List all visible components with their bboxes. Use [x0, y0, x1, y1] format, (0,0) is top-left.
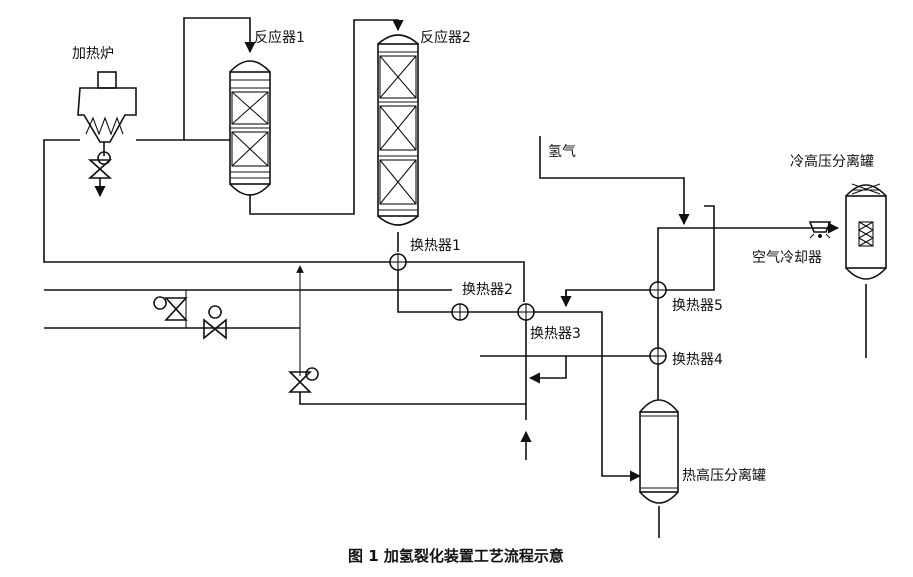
- cold-high-pressure-separator: [845, 183, 887, 358]
- pipe-hydrogen: [539, 136, 690, 226]
- heat-exchanger-3: [517, 303, 535, 321]
- heat-exchanger-2: [451, 303, 469, 321]
- hx4-label: 换热器4: [672, 351, 723, 368]
- pipe-heater-to-reactor1: [136, 17, 256, 141]
- hx3-label: 换热器3: [530, 325, 581, 342]
- riser-control-valve[interactable]: [288, 367, 319, 393]
- pipe-to-air-cooler: [657, 222, 840, 282]
- hx1-label: 换热器1: [410, 237, 461, 254]
- hx5-label: 换热器5: [672, 297, 723, 314]
- heat-exchanger-1: [389, 253, 407, 271]
- heat-exchanger-5: [649, 281, 667, 299]
- pipe-hx1-to-hx2: [397, 270, 452, 313]
- pipe-heater-feed: [43, 139, 390, 263]
- hx2-label: 换热器2: [462, 281, 513, 298]
- pipe-return-to-hx3: [528, 356, 567, 384]
- cold-separator-label: 冷高压分离罐: [790, 153, 874, 170]
- heater-coil: [85, 116, 124, 136]
- reactor-2: [377, 34, 419, 226]
- heater: [77, 71, 137, 156]
- hot-separator-label: 热高压分离罐: [682, 467, 766, 484]
- pipe-hx5-link: [565, 289, 650, 306]
- reactor-2-label: 反应器2: [420, 29, 471, 46]
- air-cooler-label: 空气冷却器: [752, 250, 822, 266]
- feed-control-valve-2[interactable]: [203, 305, 227, 340]
- feed-control-valve-1[interactable]: [153, 296, 188, 321]
- pipe-hx1-to-hx2b: [406, 261, 525, 302]
- heater-label: 加热炉: [72, 46, 114, 62]
- pipe-to-hot-separator: [534, 311, 642, 482]
- hot-high-pressure-separator: [639, 399, 679, 538]
- pipe-reactor1-to-reactor2: [249, 19, 404, 215]
- reactor-1: [229, 60, 271, 196]
- reactor-1-label: 反应器1: [254, 29, 305, 46]
- figure-caption: 图 1 加氢裂化装置工艺流程示意: [348, 547, 564, 565]
- hydrogen-label: 氢气: [548, 144, 576, 160]
- pipe-hx5-side: [666, 205, 715, 291]
- air-cooler: [808, 221, 832, 239]
- heat-exchanger-4: [649, 347, 667, 365]
- pipe-riser-return: [299, 392, 526, 405]
- heater-control-valve[interactable]: [87, 151, 113, 198]
